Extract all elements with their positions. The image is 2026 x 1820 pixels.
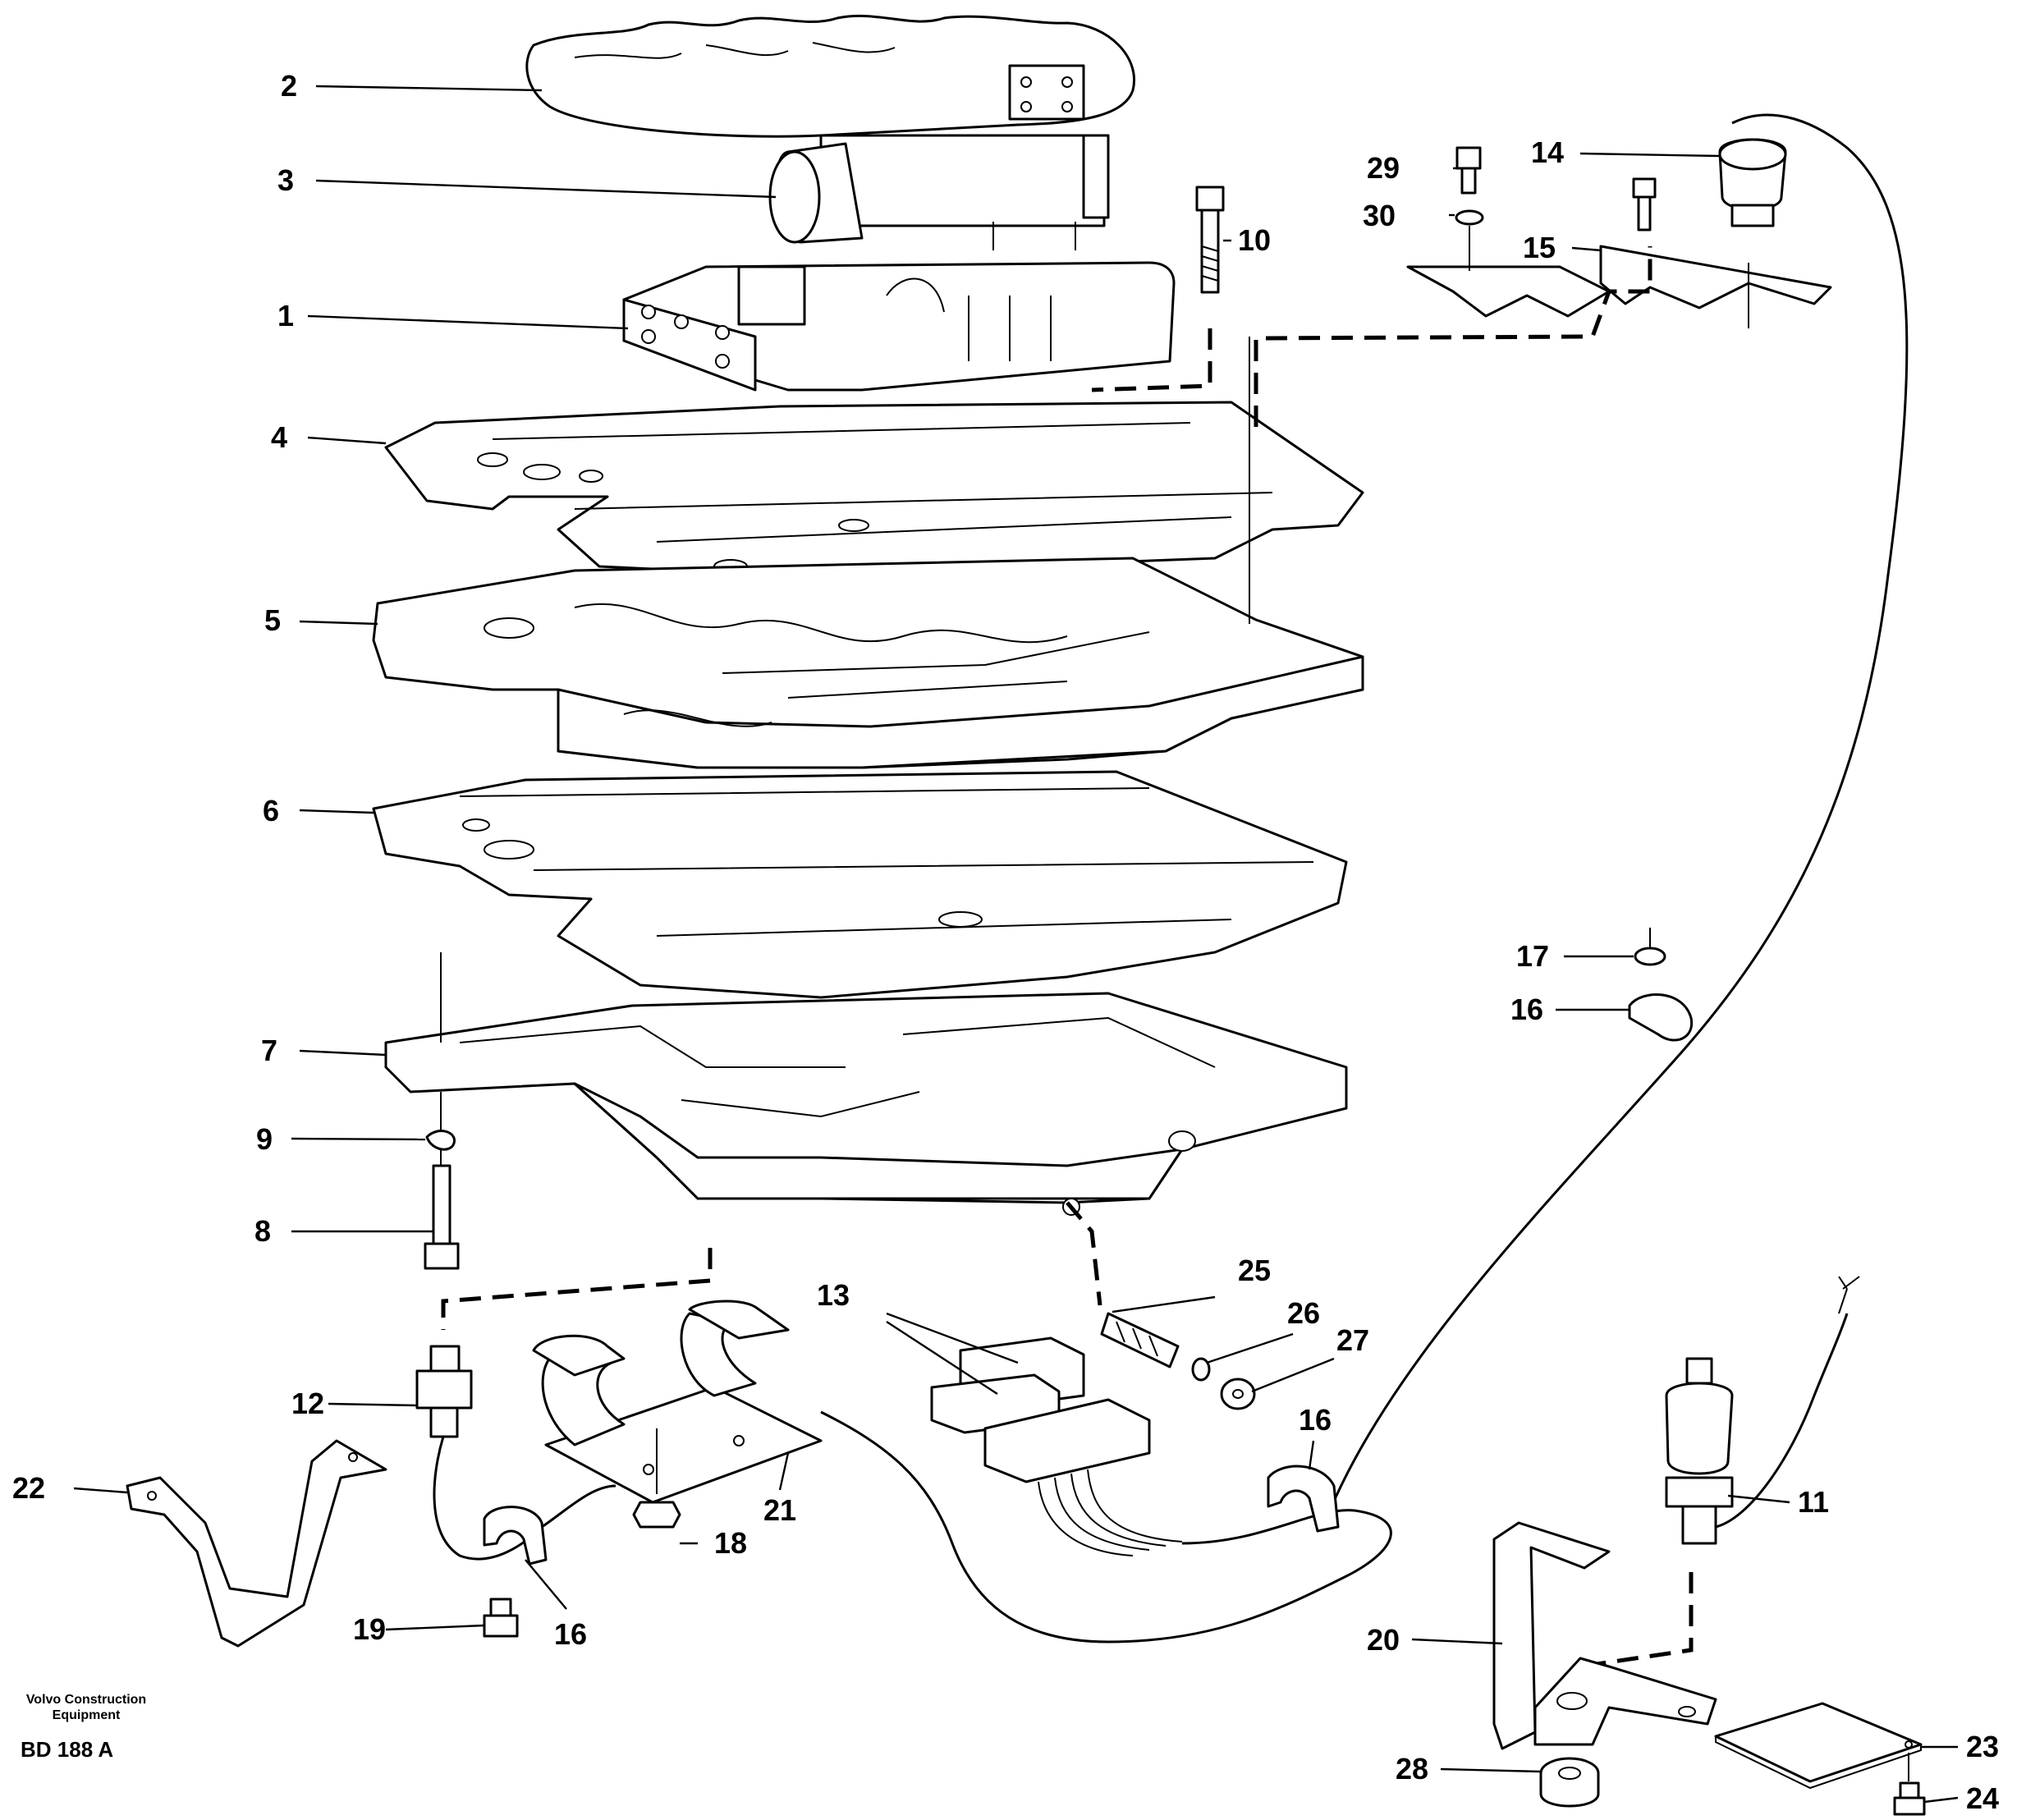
- callout-5: 5: [264, 603, 281, 637]
- part-22-bracket: [126, 1439, 387, 1648]
- part-20-mounting-bracket: [1492, 1521, 1717, 1750]
- part-8-bolt: [424, 952, 460, 1270]
- callout-14: 14: [1531, 135, 1564, 169]
- part-2-top-cover: [525, 14, 1135, 138]
- part-16-clamp-middle: [1267, 1465, 1340, 1533]
- leader-lines: [73, 85, 1959, 1804]
- caption-drawing-code: BD 188 A: [21, 1737, 113, 1762]
- part-16-clamp-upper: [1628, 993, 1694, 1042]
- callout-1: 1: [277, 299, 294, 332]
- callout-21: 21: [763, 1493, 796, 1527]
- callout-11: 11: [1798, 1485, 1829, 1519]
- callout-6: 6: [263, 794, 279, 827]
- caption-company-line2: Equipment: [53, 1708, 121, 1722]
- callout-18: 18: [714, 1526, 747, 1560]
- callout-17: 17: [1516, 939, 1549, 973]
- part-28-bushing: [1539, 1757, 1600, 1808]
- part-16-clamp-lower: [483, 1506, 548, 1566]
- callout-25: 25: [1238, 1254, 1271, 1287]
- part-18-nut: [632, 1428, 681, 1529]
- callout-26: 26: [1287, 1296, 1320, 1330]
- callout-16-lower: 16: [554, 1617, 587, 1651]
- part-11-sensor: [1579, 1276, 1860, 1669]
- callout-9: 9: [256, 1122, 273, 1156]
- callout-3: 3: [277, 163, 294, 197]
- callout-22: 22: [12, 1471, 45, 1505]
- part-25-plug: [1066, 1201, 1180, 1368]
- part-27-cap: [1220, 1378, 1256, 1410]
- part-5-intermediate-plate: [372, 557, 1364, 769]
- caption-company-line1: Volvo Construction: [26, 1693, 146, 1707]
- callout-15: 15: [1523, 231, 1556, 264]
- part-21-cover-plate: [532, 1300, 823, 1504]
- part-6-gasket: [372, 770, 1348, 999]
- part-7-base-plate: [384, 992, 1348, 1216]
- part-14-connector-plug: [1328, 113, 1909, 1511]
- part-4-gasket: [384, 401, 1364, 576]
- callout-20: 20: [1367, 1623, 1400, 1657]
- part-1-valve-body: [622, 261, 1176, 392]
- callout-29: 29: [1367, 151, 1400, 185]
- callout-16-middle: 16: [1299, 1403, 1332, 1437]
- part-3-solenoid-valve: [768, 134, 1110, 250]
- callout-2: 2: [281, 69, 297, 103]
- callout-19: 19: [353, 1612, 386, 1646]
- callout-30: 30: [1363, 199, 1396, 232]
- callout-12: 12: [291, 1387, 324, 1420]
- part-17-spacer: [1634, 928, 1666, 966]
- callout-4: 4: [271, 420, 287, 454]
- callout-28: 28: [1396, 1752, 1428, 1786]
- callout-numbers: 2 3 1 10 4 5 6 7 9 8 29 30 14 15 17 16 2…: [12, 69, 1999, 1815]
- callout-8: 8: [254, 1214, 271, 1248]
- part-26-seal-ring: [1191, 1357, 1211, 1382]
- callout-13: 13: [817, 1278, 850, 1312]
- part-19-screw: [483, 1598, 519, 1638]
- part-24-screw: [1893, 1753, 1926, 1816]
- part-15-screw: [1632, 177, 1657, 232]
- part-23-cover-plate: [1714, 1702, 1923, 1790]
- part-15-bracket-plates: [1249, 245, 1832, 624]
- part-29-screw: [1455, 146, 1482, 195]
- part-9-clip: [425, 1130, 456, 1151]
- callout-16-upper: 16: [1510, 993, 1543, 1026]
- callout-27: 27: [1336, 1323, 1369, 1357]
- callout-24: 24: [1966, 1781, 1999, 1815]
- callout-10: 10: [1238, 223, 1271, 257]
- part-10-bolt: [1091, 186, 1225, 392]
- part-12-sensor: [415, 1248, 713, 1561]
- callout-7: 7: [261, 1034, 277, 1067]
- drawing-caption: Volvo Construction Equipment BD 188 A: [21, 1693, 146, 1762]
- callout-23: 23: [1966, 1730, 1999, 1763]
- part-30-washer: [1455, 209, 1484, 271]
